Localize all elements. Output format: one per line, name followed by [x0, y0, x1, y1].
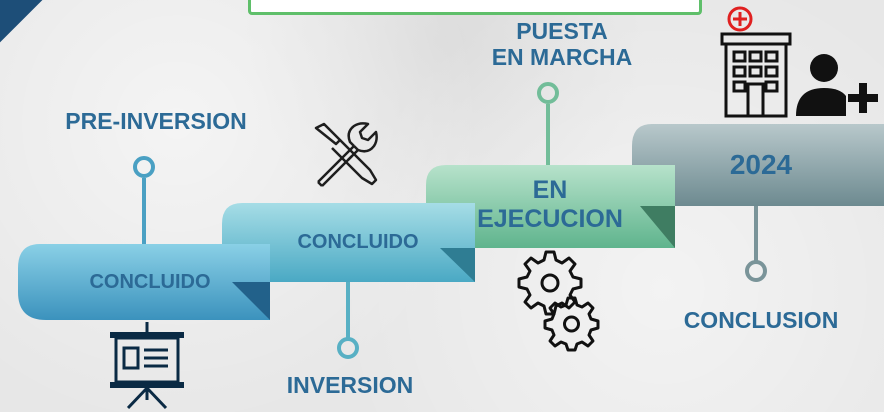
presentation-board-icon: [110, 322, 184, 410]
stage1-status: CONCLUIDO: [89, 270, 211, 293]
stage2-pin: [337, 337, 359, 359]
tools-icon: [314, 122, 378, 187]
hospital-icon: [720, 6, 792, 118]
stage4-label: CONCLUSION: [683, 307, 839, 333]
stage4-status: 2024: [729, 148, 793, 180]
header-banner: [248, 0, 702, 15]
stage2-label: INVERSION: [286, 372, 414, 398]
stage1-step-fold: [232, 282, 270, 320]
stage4-pin: [745, 260, 767, 282]
stage3-step: [426, 165, 675, 248]
stage3-label: PUESTA EN MARCHA: [491, 18, 633, 71]
stage2-step-fold: [440, 248, 475, 282]
stage4-step: [632, 124, 884, 206]
stage1-label: PRE-INVERSION: [65, 108, 247, 134]
stage3-step-fold: [640, 206, 675, 248]
stage2-step: [222, 203, 475, 282]
stage1-step: [18, 244, 270, 320]
add-user-icon: [796, 54, 878, 116]
stage3-status: EN EJECUCION: [477, 176, 623, 233]
stage3-pin: [537, 82, 559, 104]
stage4-status-box: 2024: [676, 140, 846, 190]
stage3-status-box: EN EJECUCION: [440, 165, 660, 245]
stage1-pin: [133, 156, 155, 178]
hospital-cross-icon: [727, 6, 753, 32]
stage1-status-box: CONCLUIDO: [40, 262, 260, 302]
stage2-status: CONCLUIDO: [297, 230, 419, 253]
gears-icon: [517, 250, 600, 352]
stage2-status-box: CONCLUIDO: [258, 222, 458, 262]
